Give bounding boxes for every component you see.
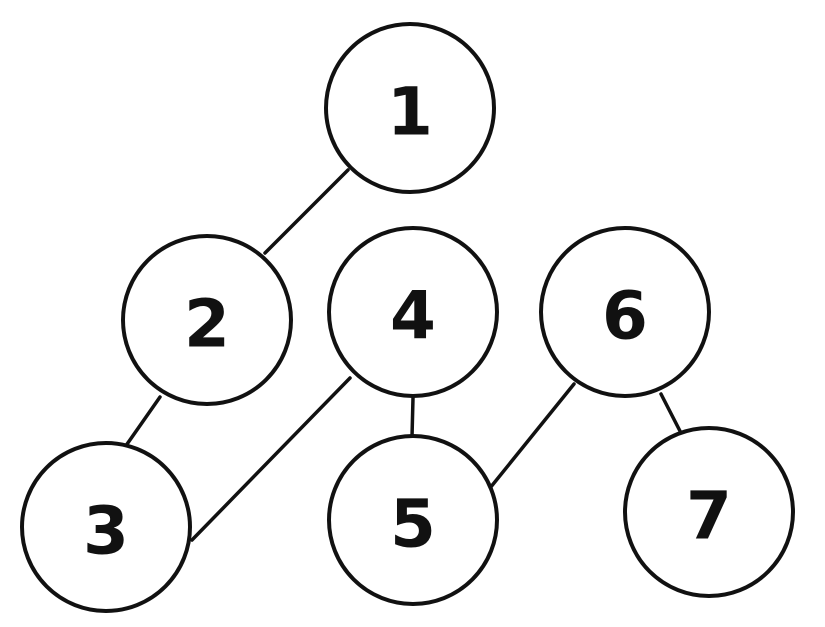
node-5-label: 5 bbox=[390, 486, 436, 563]
node-7-circle bbox=[623, 426, 795, 598]
node-7-label: 7 bbox=[686, 478, 732, 555]
node-4-circle bbox=[327, 226, 499, 398]
edge-1-2 bbox=[263, 168, 350, 255]
node-6-label: 6 bbox=[602, 278, 648, 355]
edge-4-3 bbox=[190, 376, 352, 542]
node-3-circle bbox=[20, 441, 192, 613]
edge-2-3 bbox=[123, 395, 162, 449]
node-1-label: 1 bbox=[387, 74, 433, 151]
node-5: 5 bbox=[327, 434, 499, 606]
node-2: 2 bbox=[121, 234, 293, 406]
node-1: 1 bbox=[324, 22, 496, 194]
node-5-circle bbox=[327, 434, 499, 606]
edge-6-5 bbox=[488, 382, 576, 490]
node-2-circle bbox=[121, 234, 293, 406]
node-4-label: 4 bbox=[390, 278, 436, 355]
node-7: 7 bbox=[623, 426, 795, 598]
node-2-label: 2 bbox=[184, 286, 230, 363]
node-3: 3 bbox=[20, 441, 192, 613]
edge-4-5 bbox=[410, 396, 415, 439]
node-1-circle bbox=[324, 22, 496, 194]
node-3-label: 3 bbox=[83, 493, 129, 570]
node-4: 4 bbox=[327, 226, 499, 398]
node-6: 6 bbox=[539, 226, 711, 398]
edge-6-7 bbox=[659, 392, 683, 435]
node-6-circle bbox=[539, 226, 711, 398]
